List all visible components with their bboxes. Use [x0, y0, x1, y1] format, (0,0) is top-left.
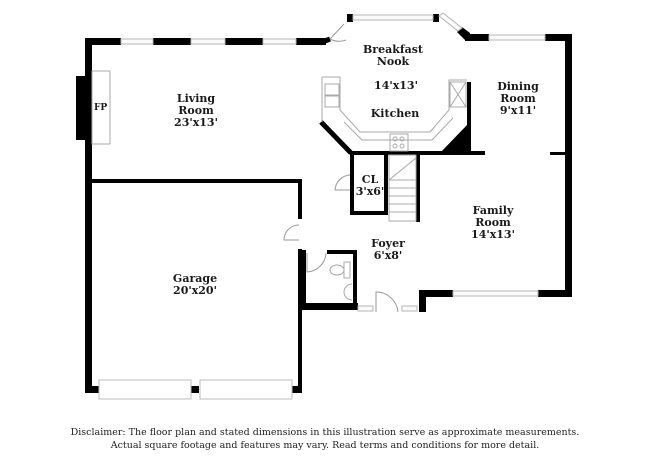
nook-dimensions: 14'x13'	[374, 79, 418, 92]
windows	[120, 12, 546, 312]
nook-name-1: Breakfast	[363, 43, 423, 56]
pantry-corner	[440, 125, 467, 153]
disclaimer: Disclaimer: The floor plan and stated di…	[0, 426, 650, 452]
family-room-label: Family Room 14'x13'	[471, 205, 515, 241]
fixtures	[91, 70, 467, 301]
living-room-name-2: Room	[178, 104, 214, 117]
garage-name: Garage	[172, 272, 218, 285]
breakfast-nook-label: Breakfast Nook	[363, 44, 423, 68]
foyer-dimensions: 6'x8'	[373, 249, 403, 262]
nook-bay-walls	[347, 14, 470, 40]
living-room-label: Living Room 23'x13'	[174, 93, 218, 129]
fireplace-label: FP	[94, 103, 108, 113]
family-dimensions: 14'x13'	[471, 228, 515, 241]
diagonal-walls	[319, 36, 353, 155]
closet-label: CL 3'x6'	[356, 174, 385, 198]
living-room-name-1: Living	[176, 92, 216, 105]
closet-name: CL	[361, 173, 379, 186]
family-name-1: Family	[472, 204, 514, 217]
garage-doors	[98, 379, 293, 400]
disclaimer-line-2: Actual square footage and features may v…	[110, 440, 540, 451]
garage-label: Garage 20'x20'	[173, 273, 217, 297]
foyer-label: Foyer 6'x8'	[371, 238, 405, 262]
closet-dimensions: 3'x6'	[355, 185, 385, 198]
garage-dimensions: 20'x20'	[173, 284, 217, 297]
living-room-dimensions: 23'x13'	[174, 116, 218, 129]
dining-name-2: Room	[500, 92, 536, 105]
foyer-name: Foyer	[371, 237, 405, 250]
nook-name-2: Nook	[376, 55, 410, 68]
family-name-2: Room	[475, 216, 511, 229]
disclaimer-line-1: Disclaimer: The floor plan and stated di…	[70, 427, 580, 438]
kitchen-label: Kitchen	[370, 107, 420, 120]
doors	[283, 23, 399, 313]
dining-name-1: Dining	[497, 80, 539, 93]
dining-room-label: Dining Room 9'x11'	[497, 81, 539, 117]
dining-dimensions: 9'x11'	[499, 104, 537, 117]
